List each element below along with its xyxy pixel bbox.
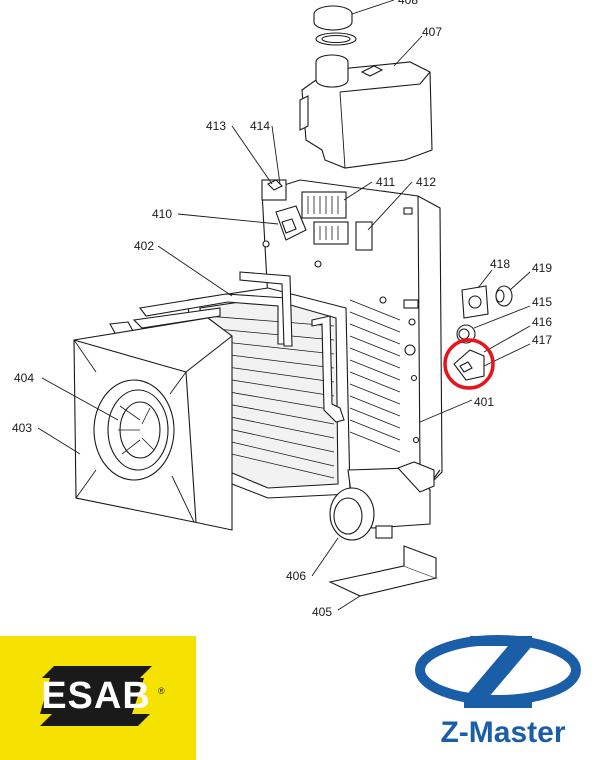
registered-mark: ® [158, 686, 165, 696]
part-406-pump [311, 461, 435, 577]
callout-417: 417 [532, 333, 552, 347]
callout-414: 414 [250, 119, 270, 133]
esab-logo-mark: ESAB [40, 666, 152, 726]
callout-415: 415 [532, 295, 552, 309]
callout-408: 408 [398, 0, 418, 7]
callout-403: 403 [12, 421, 32, 435]
callout-413: 413 [206, 119, 226, 133]
part-407-coolant-tank [299, 35, 433, 169]
esab-logo: ESAB ® [0, 636, 196, 760]
part-403-fan-shroud [73, 317, 233, 531]
highlight-circle [443, 338, 495, 390]
part-405-bracket [328, 545, 438, 611]
callout-411: 411 [376, 175, 395, 189]
part-408-filler-cap [313, 0, 395, 46]
callout-410: 410 [152, 207, 172, 221]
callout-412: 412 [416, 175, 436, 189]
callout-406: 406 [286, 569, 306, 583]
part-418-panel-plate [461, 269, 493, 319]
part-419-knob [495, 271, 531, 307]
esab-logo-text: ESAB [41, 675, 151, 717]
callout-418: 418 [490, 257, 510, 271]
callout-407: 407 [422, 25, 442, 39]
zmaster-logo-text: Z-Master [440, 716, 566, 749]
exploded-parts-diagram: 408 407 413 414 411 412 410 402 418 419 … [12, 0, 552, 619]
callout-419: 419 [532, 261, 552, 275]
callout-404: 404 [14, 371, 34, 385]
zmaster-logo: Z-Master [408, 628, 588, 752]
callout-405: 405 [312, 605, 332, 619]
callout-416: 416 [532, 315, 552, 329]
zmaster-logo-mark [415, 635, 581, 708]
callout-401: 401 [474, 395, 494, 409]
callout-402: 402 [134, 239, 154, 253]
